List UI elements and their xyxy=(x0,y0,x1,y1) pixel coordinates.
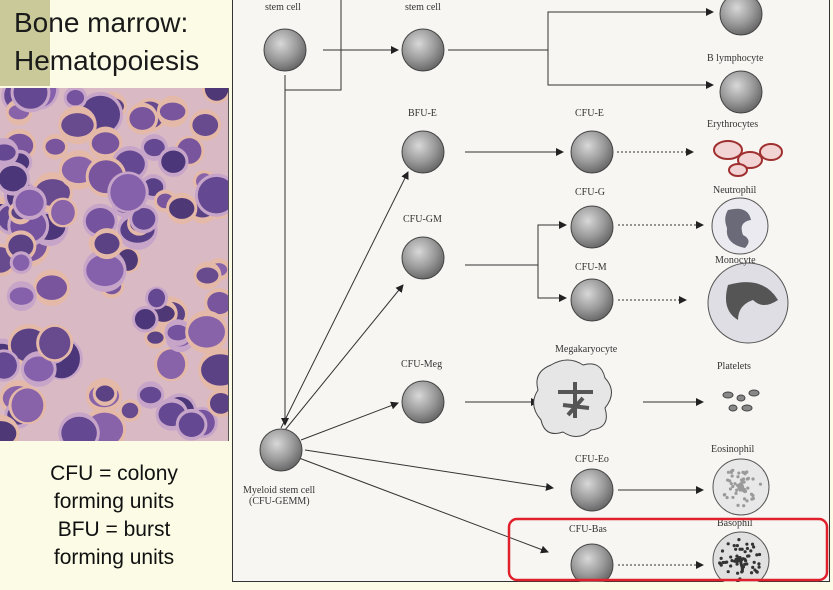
neutrophil-image xyxy=(712,198,768,254)
diagram-svg: stem cell stem cell B lymphocyte BFU-E C… xyxy=(233,0,831,582)
legend-line-4: forming units xyxy=(0,544,228,572)
bfu-e-cell xyxy=(402,131,444,173)
label-cfu-g: CFU-G xyxy=(575,187,605,198)
myeloid-stem-cell xyxy=(260,429,302,471)
label-cfu-gemm: (CFU-GEMM) xyxy=(249,496,310,507)
legend-line-2: forming units xyxy=(0,488,228,516)
cfu-gm-cell xyxy=(402,237,444,279)
label-monocyte: Monocyte xyxy=(715,255,756,266)
b-lymphocyte-top-cell xyxy=(720,0,762,35)
slide-title: Bone marrow: Hematopoiesis xyxy=(14,4,199,80)
connector-lines xyxy=(281,0,713,565)
label-cfu-gm: CFU-GM xyxy=(403,214,442,225)
platelets-image xyxy=(723,390,759,411)
erythrocytes-image xyxy=(714,141,782,176)
abbreviation-legend: CFU = colony forming units BFU = burst f… xyxy=(0,460,228,572)
title-line-2: Hematopoiesis xyxy=(14,42,199,80)
slide-title-box: Bone marrow: Hematopoiesis xyxy=(0,0,228,86)
cfu-bas-cell xyxy=(571,544,613,582)
basophil-image xyxy=(713,532,769,582)
cfu-m-cell xyxy=(571,279,613,321)
cfu-eo-cell xyxy=(571,469,613,511)
basophil-highlight-box xyxy=(509,519,827,580)
title-line-1: Bone marrow: xyxy=(14,4,199,42)
label-cfu-meg: CFU-Meg xyxy=(401,359,442,370)
hematopoiesis-diagram: stem cell stem cell B lymphocyte BFU-E C… xyxy=(232,0,830,582)
bone-marrow-micrograph xyxy=(0,88,229,441)
label-neutrophil: Neutrophil xyxy=(713,185,757,196)
cfu-e-cell xyxy=(571,131,613,173)
label-stem-cell-1: stem cell xyxy=(265,2,301,13)
label-stem-cell-2: stem cell xyxy=(405,2,441,13)
label-cfu-e: CFU-E xyxy=(575,108,604,119)
eosinophil-image xyxy=(713,459,769,515)
label-platelets: Platelets xyxy=(717,361,751,372)
cfu-g-cell xyxy=(571,206,613,248)
monocyte-image xyxy=(708,263,788,343)
label-cfu-bas: CFU-Bas xyxy=(569,524,607,535)
progenitor-cells xyxy=(260,0,762,582)
legend-line-1: CFU = colony xyxy=(0,460,228,488)
label-eosinophil: Eosinophil xyxy=(711,444,755,455)
hematopoietic-stem-cell xyxy=(264,29,306,71)
label-cfu-m: CFU-M xyxy=(575,262,607,273)
label-cfu-eo: CFU-Eo xyxy=(575,454,609,465)
label-bfu-e: BFU-E xyxy=(408,108,437,119)
cfu-meg-cell xyxy=(402,381,444,423)
megakaryocyte-image xyxy=(534,360,612,437)
diagram-labels: stem cell stem cell B lymphocyte BFU-E C… xyxy=(243,2,764,535)
label-myeloid-stem-cell: Myeloid stem cell xyxy=(243,485,315,496)
lymphoid-stem-cell xyxy=(402,29,444,71)
label-erythrocytes: Erythrocytes xyxy=(707,119,758,130)
b-lymphocyte-cell xyxy=(720,71,762,113)
label-b-lymphocyte: B lymphocyte xyxy=(707,53,764,64)
label-megakaryocyte: Megakaryocyte xyxy=(555,344,618,355)
micrograph-image xyxy=(0,88,228,441)
legend-line-3: BFU = burst xyxy=(0,516,228,544)
